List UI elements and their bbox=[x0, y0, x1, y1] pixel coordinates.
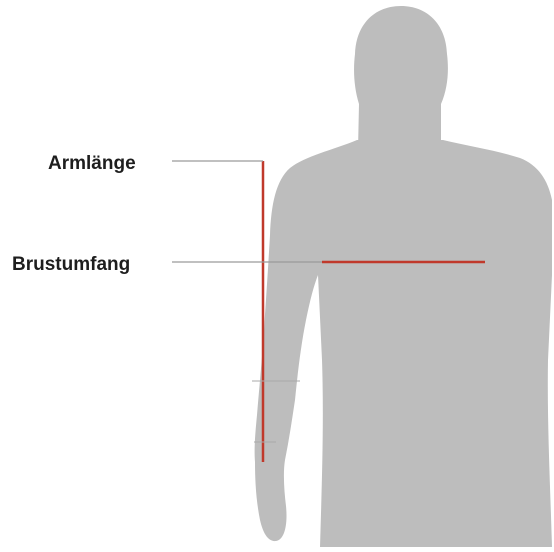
silhouette-head bbox=[354, 6, 448, 150]
silhouette-body bbox=[255, 140, 552, 547]
chest-circumference-label: Brustumfang bbox=[12, 254, 130, 276]
arm-length-label: Armlänge bbox=[48, 153, 136, 175]
human-silhouette bbox=[255, 6, 552, 547]
